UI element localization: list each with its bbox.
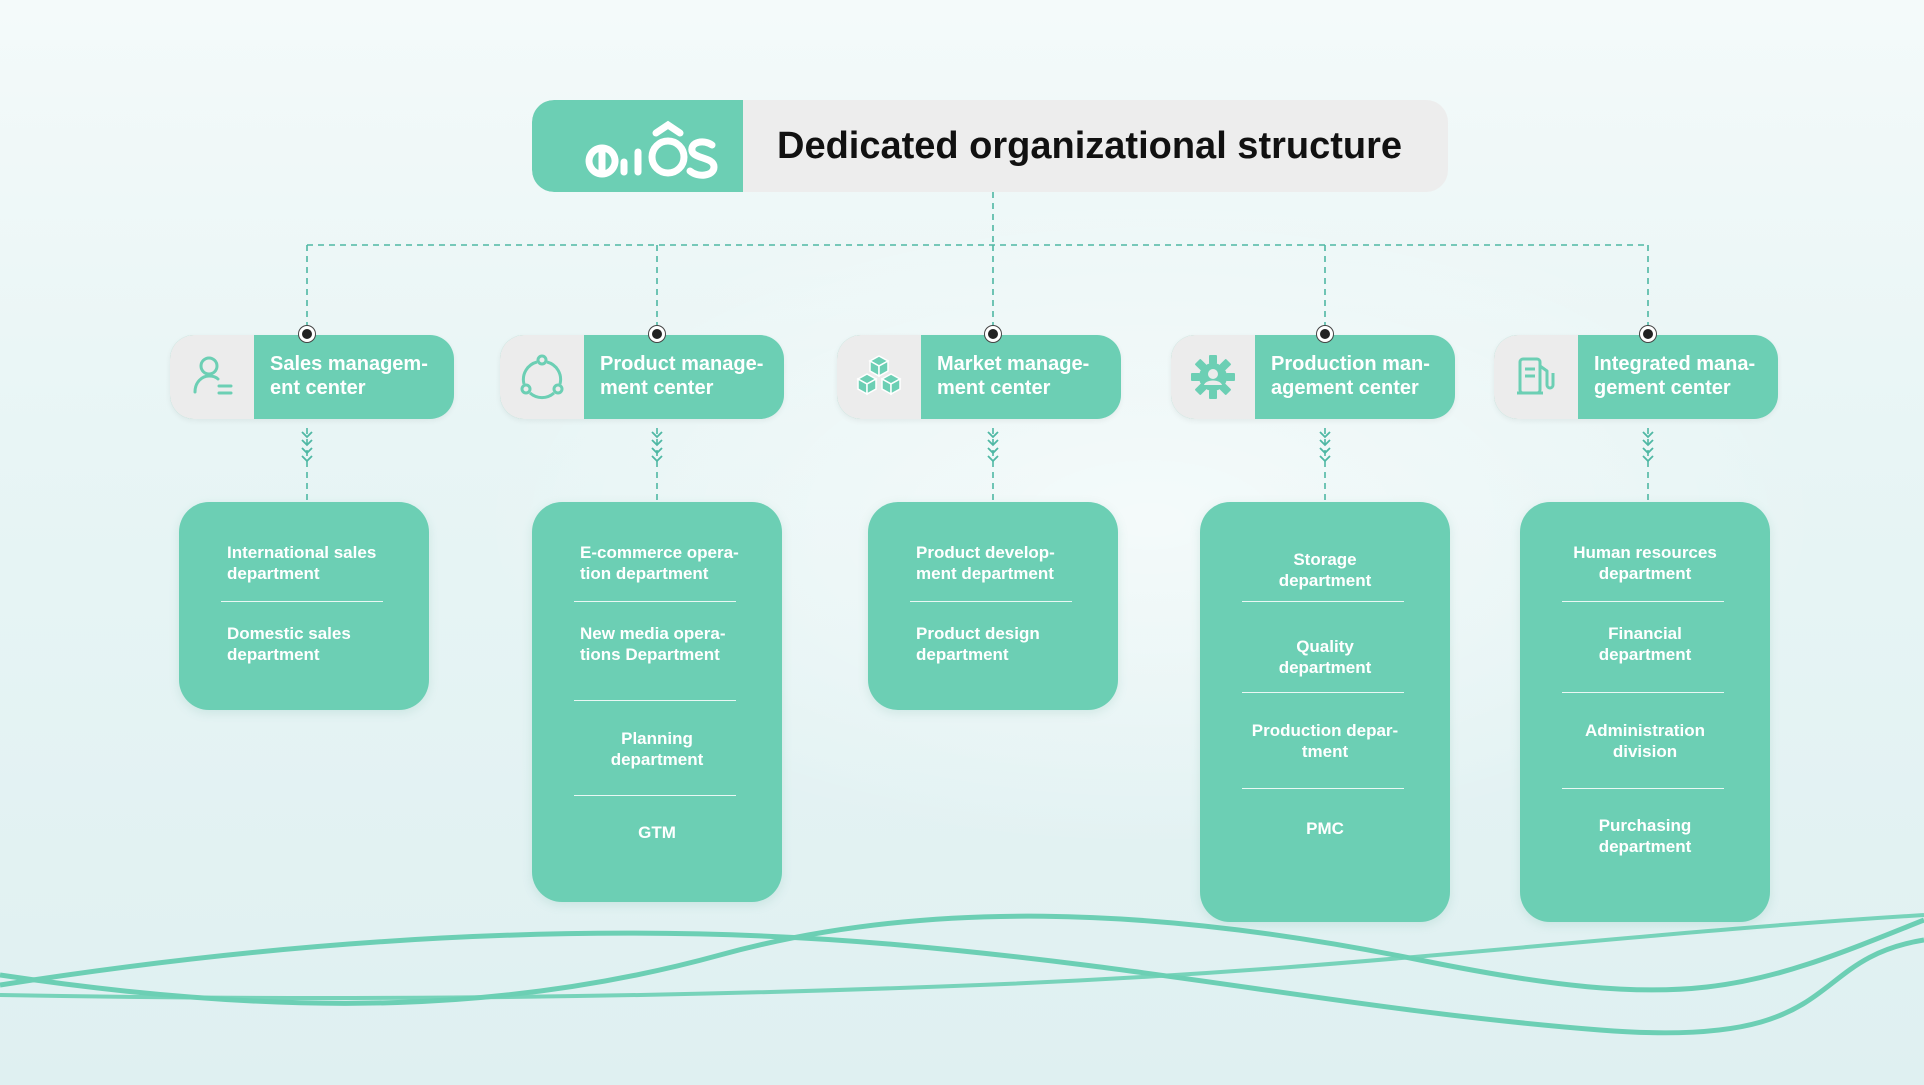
- chevron-down-icon: [987, 431, 999, 439]
- dept-item: Quality department: [1278, 637, 1372, 677]
- dept-item: GTM: [638, 823, 676, 842]
- chevron-down-icon: [301, 439, 313, 447]
- center-card-product: Product manage- ment center: [500, 335, 784, 419]
- dept-divider: [1562, 692, 1724, 693]
- chevron-down-icon: [1319, 439, 1331, 447]
- cubes-icon: [856, 355, 902, 396]
- center-label: Integrated mana- gement center: [1594, 353, 1756, 399]
- logo-text: aiiOS: [743, 100, 744, 101]
- dept-divider: [574, 795, 736, 796]
- node-dot-product: [649, 326, 665, 342]
- dept-item: PMC: [1306, 819, 1344, 838]
- chevron-down-icon: [987, 439, 999, 447]
- chevron-down-icon: [301, 431, 313, 439]
- connector-lines: [301, 192, 1654, 500]
- dept-divider: [1242, 601, 1404, 602]
- cycle-nodes-icon: [520, 354, 564, 400]
- fuel-pump-icon: [1517, 357, 1555, 395]
- chevron-down-icon: [1319, 447, 1331, 455]
- dept-item: Human resources department: [1573, 543, 1717, 583]
- dept-item: Purchasing department: [1598, 816, 1692, 856]
- wave-line-1: [0, 913, 1924, 1006]
- center-label: Sales managem- ent center: [270, 353, 428, 399]
- node-dot-sales: [299, 326, 315, 342]
- center-card-production: Production man- agement center: [1171, 335, 1455, 419]
- center-label: Product manage- ment center: [600, 353, 764, 399]
- dept-box-production: Storage department Quality department Pr…: [1200, 502, 1450, 922]
- dept-box-market: Product develop- ment department Product…: [868, 502, 1118, 710]
- dept-item: Planning department: [610, 729, 704, 769]
- dept-item: International sales department: [227, 543, 377, 583]
- chevron-down-icon: [1319, 455, 1331, 463]
- background-glow: [470, 190, 1830, 850]
- dept-item: Product develop- ment department: [916, 543, 1055, 583]
- chevron-down-icon: [1642, 447, 1654, 455]
- user-list-icon: [193, 356, 233, 395]
- center-card-integrated: Integrated mana- gement center: [1494, 335, 1778, 419]
- dept-item: Production depar- tment: [1251, 721, 1399, 761]
- chevron-down-icon: [1642, 439, 1654, 447]
- chevron-down-icon: [1319, 431, 1331, 439]
- node-dot-production: [1317, 326, 1333, 342]
- dept-item: Storage department: [1278, 550, 1372, 590]
- aiios-logo-icon: [585, 120, 718, 179]
- dept-box-product: E-commerce opera- tion department New me…: [532, 502, 782, 902]
- dept-item: Financial department: [1598, 624, 1692, 664]
- chevron-down-icon: [987, 447, 999, 455]
- center-label: Market manage- ment center: [937, 353, 1090, 399]
- dept-divider: [1242, 692, 1404, 693]
- dept-box-integrated: Human resources department Financial dep…: [1520, 502, 1770, 922]
- dept-item: New media opera- tions Department: [580, 624, 726, 664]
- gear-icon: [1191, 355, 1235, 399]
- chevron-down-icon: [651, 439, 663, 447]
- logo: aiiOS: [532, 100, 743, 192]
- node-dot-integrated: [1640, 326, 1656, 342]
- center-card-market: Market manage- ment center: [837, 335, 1121, 419]
- page-title: Dedicated organizational structure: [777, 125, 1403, 167]
- wave-line-2: [0, 930, 1924, 1036]
- dept-item: E-commerce opera- tion department: [580, 543, 739, 583]
- dept-item: Administration division: [1585, 721, 1705, 761]
- header-banner: aiiOS Dedicated organizational structure: [532, 100, 1448, 192]
- center-label: Production man- agement center: [1271, 353, 1430, 399]
- center-card-sales: Sales managem- ent center: [170, 335, 454, 419]
- dept-divider: [910, 601, 1072, 602]
- dept-box-sales: International sales department Domestic …: [179, 502, 429, 710]
- chevron-down-icon: [651, 431, 663, 439]
- chevron-down-icon: [651, 447, 663, 455]
- dept-divider: [1562, 601, 1724, 602]
- chevron-down-icon: [1642, 431, 1654, 439]
- dept-item: Product design department: [916, 624, 1040, 664]
- wave-line-3: [0, 913, 1924, 1000]
- dept-divider: [1242, 788, 1404, 789]
- node-dot-market: [985, 326, 1001, 342]
- dept-divider: [1562, 788, 1724, 789]
- chevron-down-icon: [987, 455, 999, 463]
- dept-divider: [221, 601, 383, 602]
- chevron-down-icon: [651, 455, 663, 463]
- chevron-down-icon: [301, 447, 313, 455]
- dept-divider: [574, 700, 736, 701]
- dept-item: Domestic sales department: [227, 624, 351, 664]
- chevron-down-icon: [301, 455, 313, 463]
- dept-divider: [574, 601, 736, 602]
- chevron-down-icon: [1642, 455, 1654, 463]
